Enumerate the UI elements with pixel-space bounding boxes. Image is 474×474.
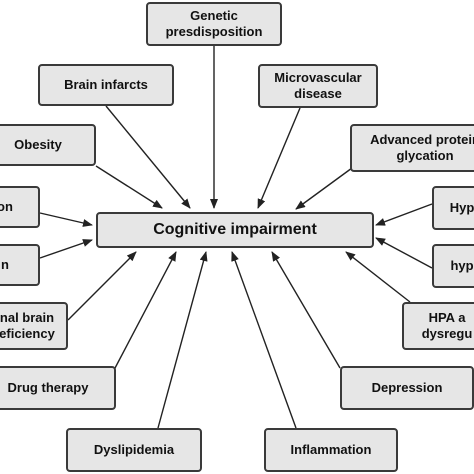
inflammation-arrow	[231, 251, 297, 429]
left-low-label-line: n	[1, 257, 9, 272]
left-low-arrow	[39, 239, 93, 259]
dyslipidemia-box: Dyslipidemia	[66, 428, 202, 472]
brain-deficiency-label-line: eficiency	[0, 326, 55, 341]
hyp-right-label-line: Hyp	[449, 200, 474, 215]
dyslipidemia-label-line: Dyslipidemia	[93, 442, 175, 457]
hypo-right-label-line: hyp	[450, 258, 474, 273]
left-mid-label-line: on	[0, 199, 13, 214]
brain-deficiency-label-line: nal brain	[0, 310, 55, 325]
genetic-label-line: Genetic	[190, 8, 238, 23]
genetic-label-line: presdisposition	[165, 24, 263, 39]
microvascular-arrow	[257, 107, 301, 209]
depression-arrow	[271, 251, 341, 369]
hyp-lower-right-factor-box: hyp	[432, 244, 474, 288]
cognitive-impairment-box: Cognitive impairment	[96, 212, 374, 248]
obesity-arrow	[95, 165, 163, 209]
drug-therapy-box: Drug therapy	[0, 366, 116, 410]
drug-therapy-label-line: Drug therapy	[7, 380, 89, 395]
hpa-arrow	[345, 251, 411, 303]
hpa-label-line: HPA a	[428, 310, 466, 325]
obesity-box: Obesity	[0, 124, 96, 166]
hyp-right-factor-box: Hyp	[432, 186, 474, 230]
left-mid-arrow	[39, 212, 93, 227]
microvascular-label-line: Microvascular	[274, 70, 362, 85]
advanced-protein-arrow	[295, 167, 353, 210]
advanced-protein-label-line: Advanced protein	[370, 132, 474, 147]
cognitive-impairment-label-line: Cognitive impairment	[153, 221, 317, 238]
microvascular-label-line: disease	[294, 86, 342, 101]
brain-infarcts-box: Brain infarcts	[38, 64, 174, 106]
left-mid-factor-box: on	[0, 186, 40, 228]
advanced-protein-label-line: glycation	[396, 148, 454, 163]
inflammation-label-line: Inflammation	[290, 442, 372, 457]
depression-box: Depression	[340, 366, 474, 410]
inflammation-box: Inflammation	[264, 428, 398, 472]
depression-label-line: Depression	[371, 380, 443, 395]
hypo-right-arrow	[375, 237, 433, 269]
brain-infarcts-label-line: Brain infarcts	[64, 77, 148, 92]
left-low-factor-box: n	[0, 244, 40, 286]
brain-infarcts-arrow	[105, 105, 191, 209]
dyslipidemia-arrow	[157, 251, 208, 429]
hyp-right-arrow	[375, 203, 433, 226]
brain-deficiency-arrow	[67, 251, 137, 321]
obesity-label-line: Obesity	[14, 137, 62, 152]
hpa-label-line: dysregu	[421, 326, 473, 341]
drug-therapy-arrow	[113, 251, 177, 371]
